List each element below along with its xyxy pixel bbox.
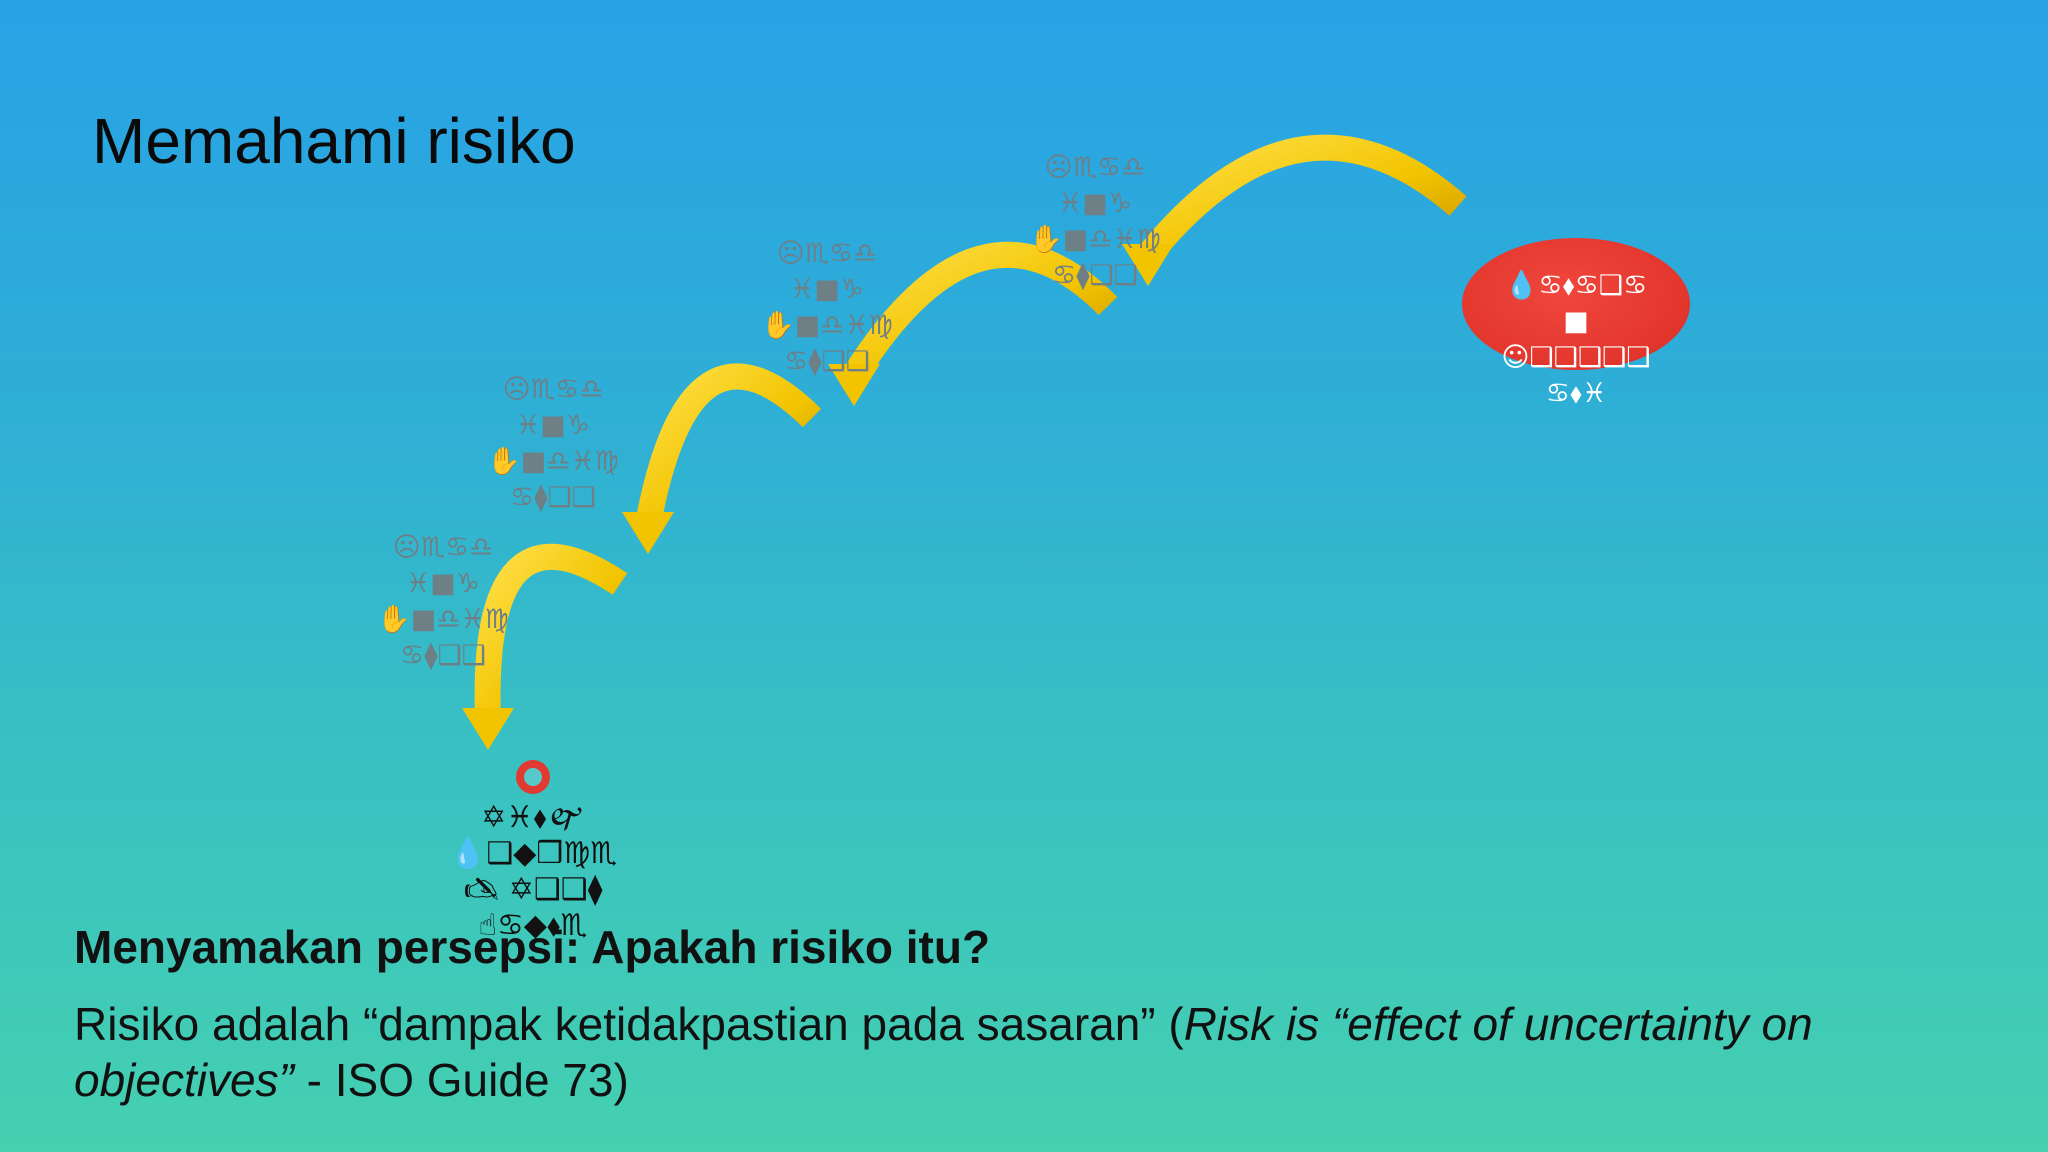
slide-title: Memahami risiko (92, 105, 576, 177)
step-2-line-2: ♓■♑ (790, 274, 864, 305)
start-node-line-1: 💧♋⬧♋❑♋ (1504, 270, 1648, 301)
end-node-line-2: 💧❑◆❒♍♏ (448, 836, 617, 871)
curved-arrow-3 (635, 363, 822, 527)
step-2-line-4: ♋⧫❑❑ (784, 346, 870, 377)
curved-arrow-2 (843, 241, 1118, 383)
start-node-label: 💧♋⬧♋❑♋ ■ ☺❑❑❑❑❑ ♋⬧♓ (1462, 268, 1690, 412)
slide-subtitle: Menyamakan persepsi: Apakah risiko itu? (74, 921, 991, 973)
end-node-line-3: 🖎 ✡❑❑⧫ (463, 872, 603, 907)
step-3-line-2: ♓■♑ (516, 410, 590, 441)
end-node-line-4: ☝♋◆⬧♏ (478, 908, 588, 943)
step-1-line-4: ♋⧫❑❑ (1052, 260, 1138, 291)
step-1-line-3: ✋■♎♓♍ (1029, 224, 1161, 255)
curved-arrow-4 (474, 543, 628, 721)
step-3-line-1: ☹♏♋♎ (502, 374, 604, 405)
step-4-line-2: ♓■♑ (406, 568, 480, 599)
definition-prefix: Risiko adalah “dampak ketidakpastian pad… (74, 998, 1184, 1050)
end-node-line-1: ✡♓⬧🙰 (481, 800, 585, 835)
step-3-line-3: ✋■♎♓♍ (487, 446, 619, 477)
definition-italic: Risk is “effect of uncertainty on object… (74, 998, 1813, 1106)
step-4-line-3: ✋■♎♓♍ (377, 604, 509, 635)
arrow-head-2 (828, 364, 880, 406)
step-1-line-2: ♓■♑ (1058, 188, 1132, 219)
risk-definition: Risiko adalah “dampak ketidakpastian pad… (74, 996, 2024, 1108)
start-node-line-3: ☺❑❑❑❑❑ (1501, 342, 1651, 373)
step-1-line-1: ☹♏♋♎ (1044, 152, 1146, 183)
step-label-1: ☹♏♋♎ ♓■♑ ✋■♎♓♍ ♋⧫❑❑ (1020, 150, 1170, 294)
step-4-line-1: ☹♏♋♎ (392, 532, 494, 563)
step-2-line-1: ☹♏♋♎ (776, 238, 878, 269)
start-node-line-2: ■ (1563, 306, 1589, 337)
end-node-label: ✡♓⬧🙰 💧❑◆❒♍♏ 🖎 ✡❑❑⧫ ☝♋◆⬧♏ (400, 800, 666, 944)
definition-suffix: - ISO Guide 73) (293, 1054, 629, 1106)
step-4-line-4: ♋⧫❑❑ (400, 640, 486, 671)
arrow-head-1 (1122, 244, 1174, 286)
step-3-line-4: ♋⧫❑❑ (510, 482, 596, 513)
arrow-head-4 (462, 708, 514, 750)
step-label-2: ☹♏♋♎ ♓■♑ ✋■♎♓♍ ♋⧫❑❑ (752, 236, 902, 380)
curved-arrow-1 (1137, 134, 1467, 265)
target-ring-icon (516, 760, 550, 794)
start-node-line-4: ♋⬧♓ (1545, 378, 1607, 409)
step-2-line-3: ✋■♎♓♍ (761, 310, 893, 341)
arrow-head-3 (622, 512, 674, 554)
start-node-ellipse (1462, 238, 1690, 370)
step-label-4: ☹♏♋♎ ♓■♑ ✋■♎♓♍ ♋⧫❑❑ (368, 530, 518, 674)
step-label-3: ☹♏♋♎ ♓■♑ ✋■♎♓♍ ♋⧫❑❑ (478, 372, 628, 516)
